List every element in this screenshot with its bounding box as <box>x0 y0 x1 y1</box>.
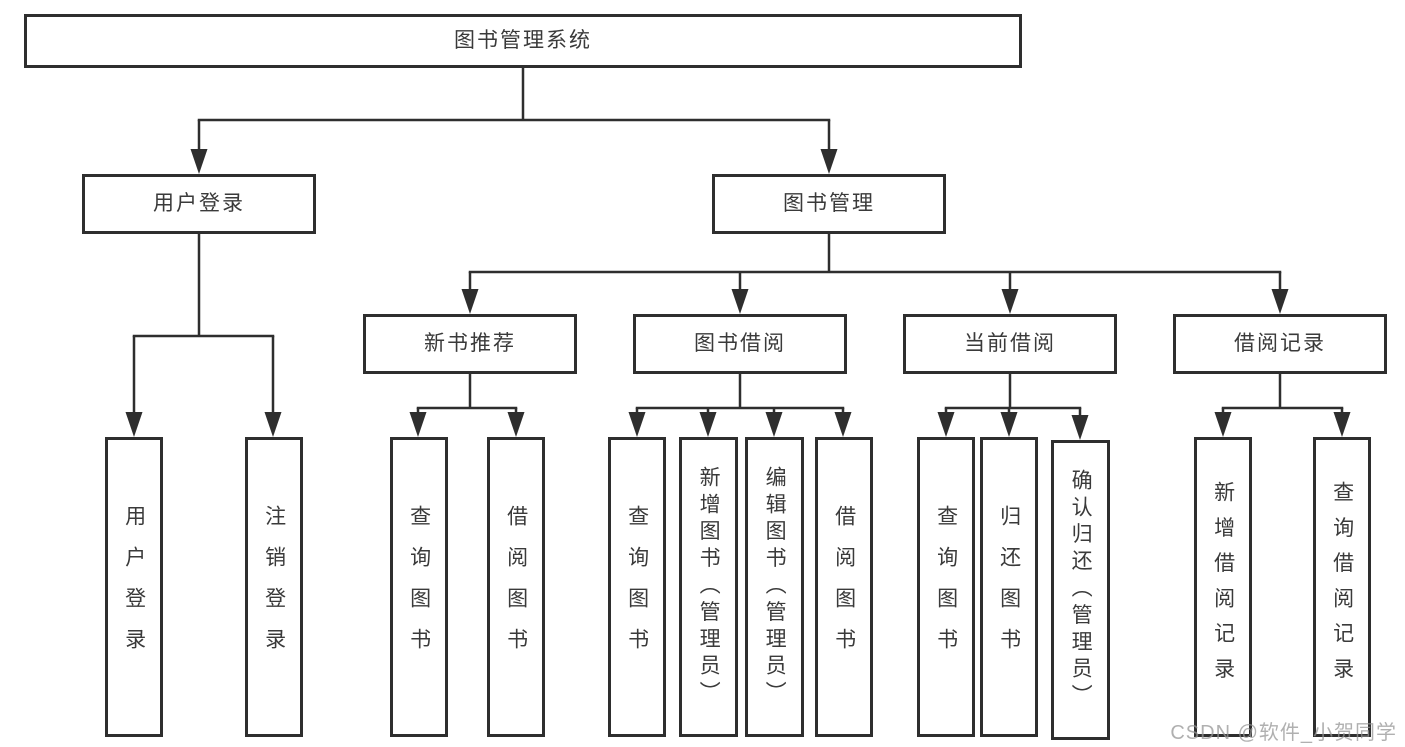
watermark: CSDN @软件_小贺同学 <box>1170 722 1397 744</box>
leaf-query-books: 查询图书 <box>917 437 975 737</box>
node-new-book-recommendation: 新书推荐 <box>363 314 577 374</box>
leaf-query-books: 查询图书 <box>390 437 448 737</box>
leaf-query-books: 查询图书 <box>608 437 666 737</box>
node-user-login: 用户登录 <box>82 174 316 234</box>
node-book-borrowing: 图书借阅 <box>633 314 847 374</box>
leaf-query-borrow-record: 查询借阅记录 <box>1313 437 1371 737</box>
leaf-borrow-books: 借阅图书 <box>815 437 873 737</box>
leaf-add-books-admin: 新增图书（管理员） <box>679 437 738 737</box>
leaf-edit-books-admin: 编辑图书（管理员） <box>745 437 804 737</box>
node-current-borrowing: 当前借阅 <box>903 314 1117 374</box>
node-library-management-system: 图书管理系统 <box>24 14 1022 68</box>
leaf-confirm-return-admin: 确认归还（管理员） <box>1051 440 1110 740</box>
leaf-add-borrow-record: 新增借阅记录 <box>1194 437 1252 737</box>
leaf-user-login: 用户登录 <box>105 437 163 737</box>
leaf-borrow-books: 借阅图书 <box>487 437 545 737</box>
node-book-management: 图书管理 <box>712 174 946 234</box>
node-borrowing-records: 借阅记录 <box>1173 314 1387 374</box>
leaf-return-books: 归还图书 <box>980 437 1038 737</box>
leaf-logout: 注销登录 <box>245 437 303 737</box>
